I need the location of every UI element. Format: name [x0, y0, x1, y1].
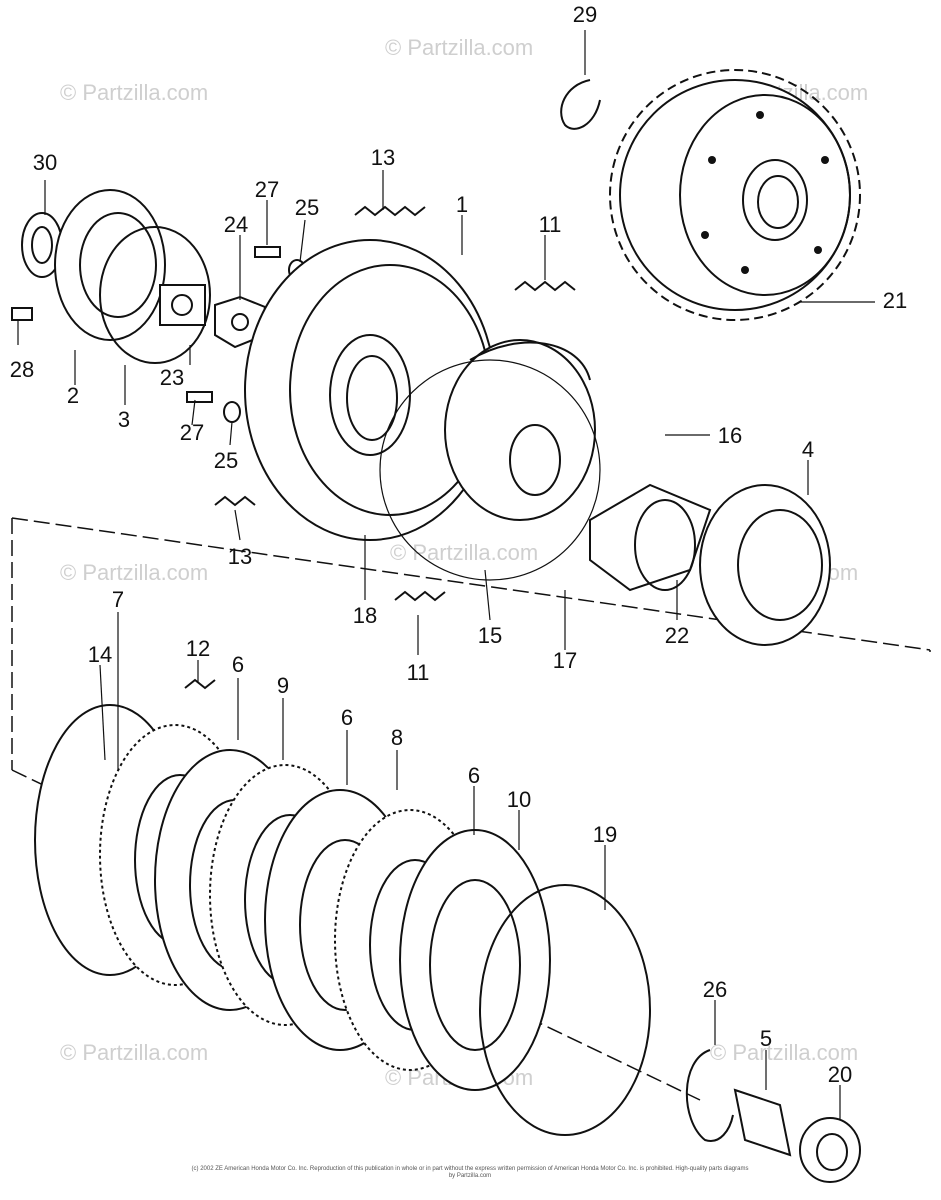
callout-29: 29: [573, 2, 597, 27]
callout-24: 24: [224, 212, 248, 237]
callout-3: 3: [118, 407, 130, 432]
callout-6c: 6: [468, 763, 480, 788]
small-parts-lower-right: [685, 1049, 861, 1183]
callout-27b: 27: [180, 420, 204, 445]
callout-16: 16: [718, 423, 742, 448]
watermark: © Partzilla.com: [60, 560, 208, 585]
callout-6b: 6: [341, 705, 353, 730]
driven-gear-21: [609, 69, 861, 321]
callout-23: 23: [160, 365, 184, 390]
callout-26: 26: [703, 977, 727, 1002]
callout-13: 13: [371, 145, 395, 170]
callout-25: 25: [295, 195, 319, 220]
springs: [184, 205, 576, 690]
callout-28: 28: [10, 357, 34, 382]
leader-lines: [17, 30, 875, 1120]
callout-14: 14: [88, 642, 112, 667]
callout-2: 2: [67, 383, 79, 408]
snap-ring-29: [560, 79, 601, 130]
callout-15: 15: [478, 623, 502, 648]
callout-6: 6: [232, 652, 244, 677]
gear-22-and-drum-4: [589, 483, 831, 646]
callout-17: 17: [553, 648, 577, 673]
bearing-holder-group: [21, 189, 267, 364]
callout-22: 22: [665, 623, 689, 648]
clutch-plate-stack: [34, 704, 651, 1136]
callout-30: 30: [33, 150, 57, 175]
callout-9: 9: [277, 673, 289, 698]
callout-4: 4: [802, 437, 814, 462]
callout-labels: 29 30 13 27 25 24 1 11 21 28 2 3 23 27 2…: [10, 2, 907, 1087]
watermark: © Partzilla.com: [710, 1040, 858, 1065]
copyright-notice: (c) 2002 ZE American Honda Motor Co. Inc…: [191, 1166, 749, 1179]
clutch-center-15: [379, 339, 601, 581]
callout-11: 11: [539, 212, 562, 237]
callout-27: 27: [255, 177, 279, 202]
callout-8: 8: [391, 725, 403, 750]
callout-25b: 25: [214, 448, 238, 473]
callout-5: 5: [760, 1026, 772, 1051]
callout-13b: 13: [228, 544, 252, 569]
callout-12: 12: [186, 636, 210, 661]
callout-20: 20: [828, 1062, 852, 1087]
callout-18: 18: [353, 603, 377, 628]
watermark: © Partzilla.com: [60, 80, 208, 105]
callout-7: 7: [112, 587, 124, 612]
watermark: © Partzilla.com: [385, 35, 533, 60]
callout-1: 1: [456, 192, 468, 217]
callout-19: 19: [593, 822, 617, 847]
callout-21: 21: [883, 288, 907, 313]
watermark: © Partzilla.com: [390, 540, 538, 565]
watermark: © Partzilla.com: [60, 1040, 208, 1065]
callout-11b: 11: [407, 660, 430, 685]
callout-10: 10: [507, 787, 531, 812]
